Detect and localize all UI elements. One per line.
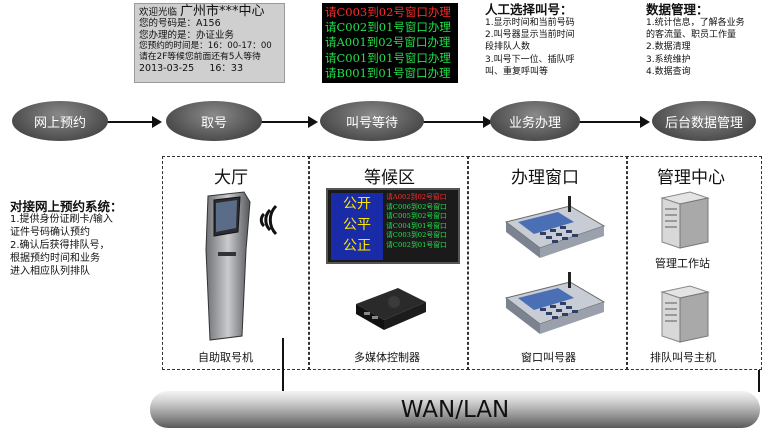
hall-call-row: 请C006到02号窗口: [386, 202, 447, 211]
window-panel: [467, 156, 628, 370]
flow-step-label: 业务办理: [508, 115, 561, 131]
online-note-item: 根据预约时间和业务: [10, 253, 100, 264]
ticket-line: 请在2F等候您前面还有5人等待: [139, 52, 261, 63]
led-line: 请C001到01号窗口办理: [325, 50, 451, 65]
window-title: 办理窗口: [511, 168, 579, 188]
media-controller-icon: [356, 288, 426, 330]
hall-call-row: 请C005到02号窗口: [386, 212, 447, 221]
online-note-item: 1.提供身份证刷卡/输入: [10, 214, 113, 225]
online-booking-note: 对接网上预约系统： 1.提供身份证刷卡/输入 证件号码确认预约 2.确认后获得排…: [10, 200, 160, 278]
online-note-item: 2.确认后获得排队号，: [10, 240, 110, 251]
keypad-icon: [504, 272, 606, 334]
mgmt-device-label-1: 管理工作站: [655, 257, 710, 270]
flow-arrow: [415, 116, 493, 128]
online-note-item: 证件号码确认预约: [10, 227, 90, 238]
manual-call-item: 叫、重复呼叫等: [485, 66, 549, 77]
manual-call-item: 段排队人数: [485, 42, 531, 53]
manual-call-item: 2.叫号器显示当前时间: [485, 30, 575, 41]
ticket-line: 欢迎光临: [139, 7, 178, 18]
slogan-line: 公开: [343, 196, 371, 212]
flow-step-label: 取号: [200, 115, 227, 131]
mgmt-panel: [626, 156, 762, 370]
flow-arrow: [98, 116, 162, 128]
led-call-board: 请C003到02号窗口办理 请C002到01号窗口办理 请A001到02号窗口办…: [322, 3, 458, 83]
wan-lan-bar: WAN/LAN: [150, 391, 760, 428]
keypad-icon: [504, 196, 606, 258]
flow-step-waiting: 叫号等待: [320, 101, 424, 141]
flow-step-online: 网上预约: [12, 101, 108, 141]
ticket-line: 2013-03-25: [139, 63, 195, 75]
hall-display-screen: 公开 公平 公正 请A002到02号窗口 请C006到02号窗口 请C005到0…: [326, 188, 460, 264]
manual-call-item: 3.叫号下一位、插队呼: [485, 54, 575, 65]
kiosk-icon: [205, 191, 278, 341]
data-mgmt-item: 的客流量、职员工作量: [646, 30, 737, 41]
waiting-title: 等候区: [364, 168, 415, 188]
hall-call-row: 请A002到02号窗口: [386, 193, 447, 201]
slogan-line: 公正: [343, 238, 371, 254]
data-mgmt-title: 数据管理：: [646, 2, 709, 17]
server-icon: [660, 191, 710, 249]
flow-arrow: [256, 116, 318, 128]
mgmt-title: 管理中心: [657, 168, 725, 188]
led-line: 请A001到02号窗口办理: [325, 35, 451, 50]
manual-call-item: 1.显示时间和当前号码: [485, 18, 575, 28]
network-label: WAN/LAN: [400, 396, 510, 423]
flow-step-label: 叫号等待: [345, 115, 398, 131]
data-mgmt-note: 数据管理： 1.统计信息，了解各业务 的客流量、职员工作量 2.数据清理 3.系…: [646, 3, 762, 78]
ticket-line: 广州市***中心: [180, 4, 265, 19]
flow-step-label: 后台数据管理: [664, 115, 743, 131]
flow-step-service: 业务办理: [490, 101, 580, 141]
mgmt-device-label-2: 排队叫号主机: [650, 351, 716, 364]
hall-device-label: 自助取号机: [198, 351, 253, 364]
led-line: 请B001到01号窗口办理: [325, 65, 451, 80]
online-note-item: 进入相应队列排队: [10, 266, 90, 277]
network-link: [758, 370, 760, 392]
window-device-label: 窗口叫号器: [521, 351, 576, 364]
hall-call-row: 请C004到01号窗口: [386, 221, 447, 230]
flow-arrow: [572, 116, 650, 128]
hall-call-row: 请C003到02号窗口: [386, 231, 447, 240]
ticket-line: 16：33: [209, 63, 244, 75]
waiting-panel: [308, 156, 469, 370]
led-line: 请C003到02号窗口办理: [325, 5, 451, 19]
hall-call-row: 请C002到01号窗口: [386, 240, 447, 249]
flow-step-label: 网上预约: [33, 115, 86, 131]
hall-title: 大厅: [214, 168, 248, 188]
data-mgmt-item: 3.系统维护: [646, 54, 691, 65]
slogan-line: 公平: [343, 217, 371, 233]
data-mgmt-item: 1.统计信息，了解各业务: [646, 18, 745, 28]
hall-call-rows: 请A002到02号窗口 请C006到02号窗口 请C005到02号窗口 请C00…: [386, 193, 447, 251]
waiting-device-label: 多媒体控制器: [354, 351, 420, 364]
network-link: [282, 338, 284, 394]
flow-step-backend: 后台数据管理: [652, 101, 756, 141]
ticket-line: 您的号码是：A156: [139, 18, 221, 30]
manual-call-note: 人工选择叫号： 1.显示时间和当前号码 2.叫号器显示当前时间 段排队人数 3.…: [485, 3, 610, 78]
data-mgmt-item: 4.数据查询: [646, 66, 691, 77]
ticket-line: 您预约的时间是：16：00-17：00: [139, 40, 272, 51]
manual-call-title: 人工选择叫号：: [485, 2, 573, 17]
ticket-line: 您办理的是：办证业务: [139, 29, 235, 41]
online-note-title: 对接网上预约系统：: [10, 199, 123, 214]
ticket-screen: 欢迎光临 广州市***中心 您的号码是：A156 您办理的是：办证业务 您预约的…: [134, 3, 285, 83]
hall-panel: [162, 156, 310, 370]
hall-slogan: 公开 公平 公正: [331, 193, 383, 260]
flow-step-ticket: 取号: [166, 101, 262, 141]
led-line: 请C002到01号窗口办理: [325, 20, 451, 35]
data-mgmt-item: 2.数据清理: [646, 42, 691, 53]
server-icon: [660, 285, 710, 343]
